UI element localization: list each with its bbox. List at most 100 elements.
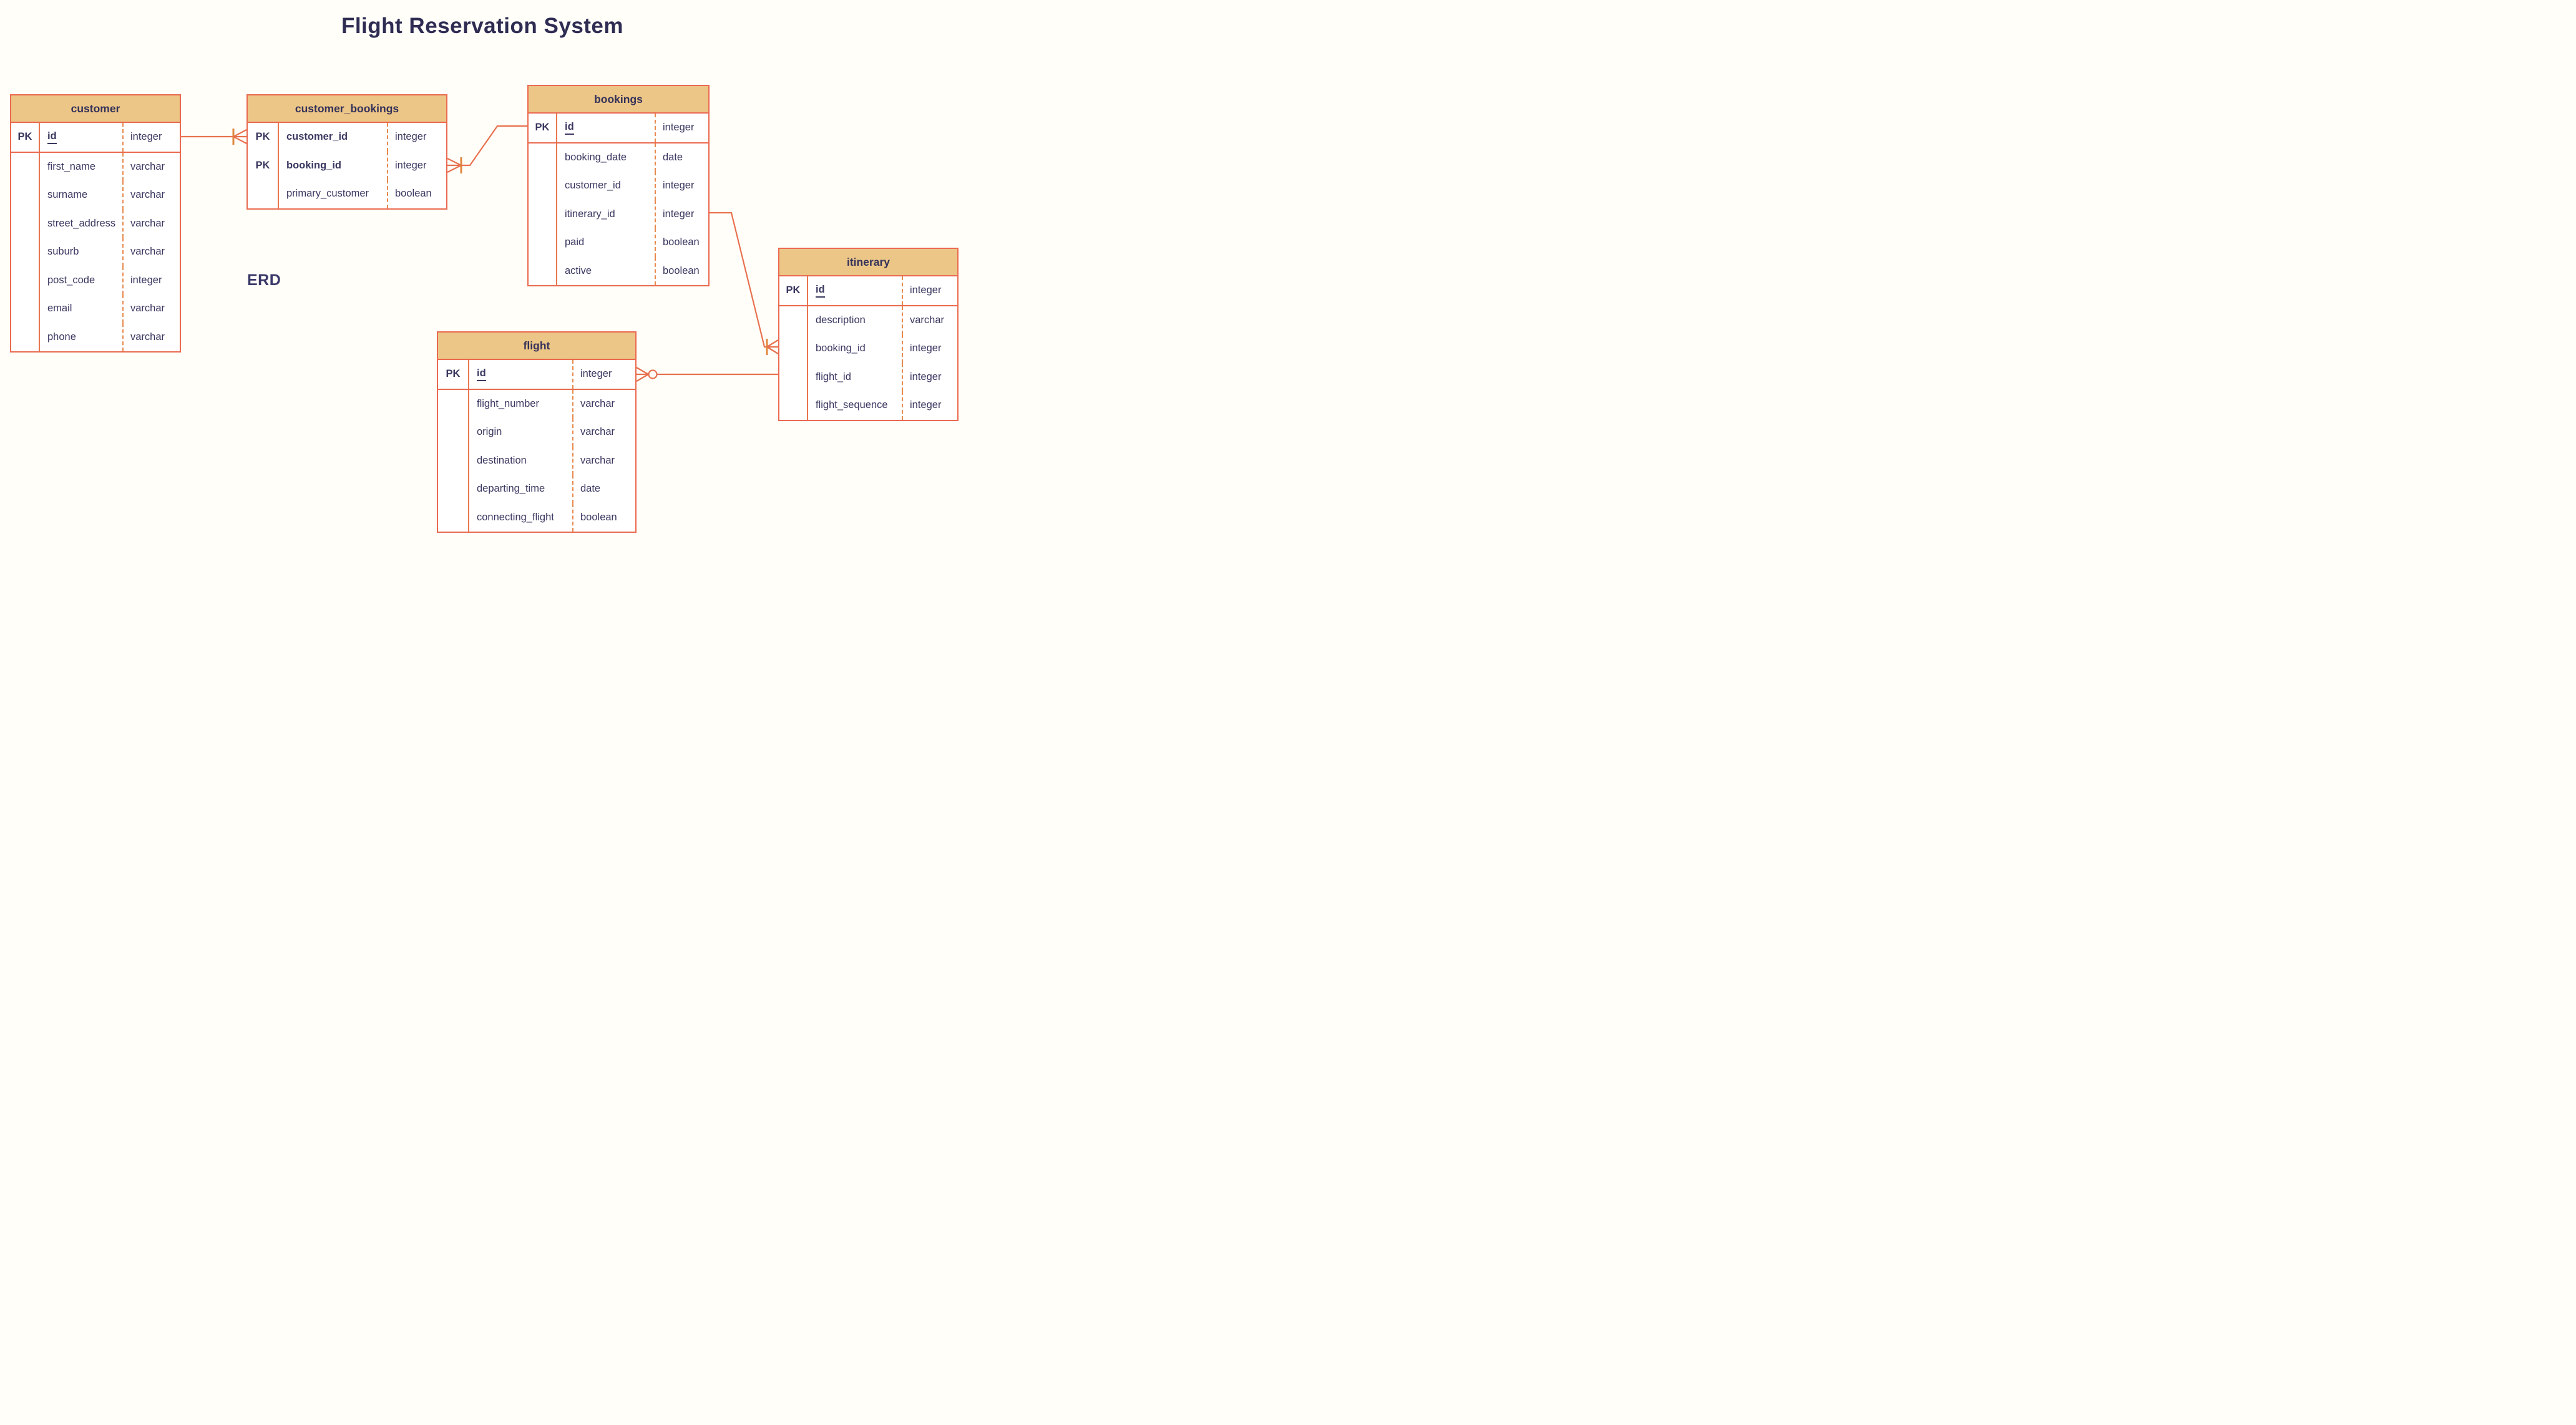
- column-name-cell: primary_customer: [279, 180, 388, 208]
- column-name: post_code: [47, 274, 95, 286]
- pk-label: [779, 391, 808, 420]
- pk-label: [11, 294, 40, 323]
- column-name: first_name: [47, 160, 96, 172]
- pk-label: [529, 200, 557, 228]
- column-name: id: [477, 367, 486, 381]
- column-name-cell: email: [40, 294, 124, 323]
- pk-label: [438, 503, 469, 532]
- column-name-cell: flight_sequence: [808, 391, 903, 420]
- column-name: departing_time: [477, 483, 545, 495]
- column-name: suburb: [47, 246, 79, 258]
- column-type: integer: [395, 131, 427, 143]
- key-section: PK id integer: [529, 114, 708, 142]
- column-name-cell: active: [557, 256, 656, 285]
- pk-label: [779, 362, 808, 391]
- pk-label: [11, 181, 40, 210]
- column-name-cell: origin: [469, 418, 573, 447]
- column-row-destination: destination varchar: [438, 446, 635, 475]
- column-name-cell: flight_id: [808, 362, 903, 391]
- column-name: surname: [47, 189, 88, 201]
- column-name-cell: id: [808, 276, 903, 305]
- table-header-customer: customer: [11, 95, 180, 123]
- column-name-cell: customer_id: [279, 123, 388, 152]
- diagram-title: Flight Reservation System: [341, 14, 624, 38]
- column-name: destination: [477, 454, 527, 466]
- column-name-cell: booking_id: [279, 151, 388, 180]
- pk-label: [779, 334, 808, 363]
- column-name: id: [565, 121, 574, 135]
- column-type: date: [663, 151, 683, 163]
- table-header-customer-bookings: customer_bookings: [248, 95, 446, 123]
- column-name: street_address: [47, 217, 116, 229]
- pk-label: [438, 446, 469, 475]
- column-name-cell: departing_time: [469, 475, 573, 503]
- column-name-cell: description: [808, 306, 903, 334]
- column-name-cell: suburb: [40, 238, 124, 266]
- column-type: varchar: [130, 217, 165, 229]
- column-name-cell: connecting_flight: [469, 503, 573, 532]
- pk-label: [11, 238, 40, 266]
- column-name: connecting_flight: [477, 511, 554, 523]
- column-name-cell: id: [40, 123, 124, 152]
- pk-label: [438, 389, 469, 418]
- column-name: paid: [565, 236, 585, 248]
- column-type: varchar: [580, 426, 615, 438]
- relationship-flight-itinerary[interactable]: [636, 367, 778, 382]
- pk-label: PK: [248, 151, 279, 180]
- column-name: customer_id: [565, 180, 621, 192]
- relationship-customer-customer_bookings[interactable]: [181, 129, 247, 145]
- column-row-suburb: suburb varchar: [11, 238, 180, 266]
- column-name: booking_id: [816, 343, 866, 354]
- column-type: boolean: [395, 188, 432, 200]
- column-name: booking_id: [286, 159, 341, 171]
- column-type: integer: [663, 122, 695, 134]
- column-type: integer: [910, 343, 942, 354]
- column-type: varchar: [130, 246, 165, 258]
- column-type: integer: [580, 368, 612, 380]
- erd-caption: ERD: [247, 271, 281, 289]
- column-name: booking_date: [565, 151, 627, 163]
- column-name-cell: first_name: [40, 152, 124, 181]
- relationship-bookings-customer_bookings[interactable]: [447, 125, 527, 173]
- column-type: boolean: [580, 511, 617, 523]
- column-name-cell: phone: [40, 323, 124, 351]
- column-row-id: PK id integer: [529, 114, 708, 142]
- pk-label: PK: [248, 123, 279, 152]
- pk-label: [248, 180, 279, 208]
- pk-label: [529, 256, 557, 285]
- pk-label: PK: [529, 114, 557, 142]
- pk-label: [11, 323, 40, 351]
- relationship-bookings-itinerary[interactable]: [710, 212, 779, 355]
- column-name: flight_sequence: [816, 399, 888, 411]
- column-name-cell: surname: [40, 181, 124, 210]
- pk-label: [529, 143, 557, 172]
- column-row-booking_date: booking_date date: [529, 143, 708, 172]
- column-type: integer: [130, 131, 162, 143]
- column-name-cell: id: [557, 114, 656, 142]
- table-header-flight: flight: [438, 333, 635, 360]
- column-name: id: [816, 284, 825, 298]
- pk-label: [529, 172, 557, 200]
- column-name-cell: booking_id: [808, 334, 903, 363]
- column-type: varchar: [580, 454, 615, 466]
